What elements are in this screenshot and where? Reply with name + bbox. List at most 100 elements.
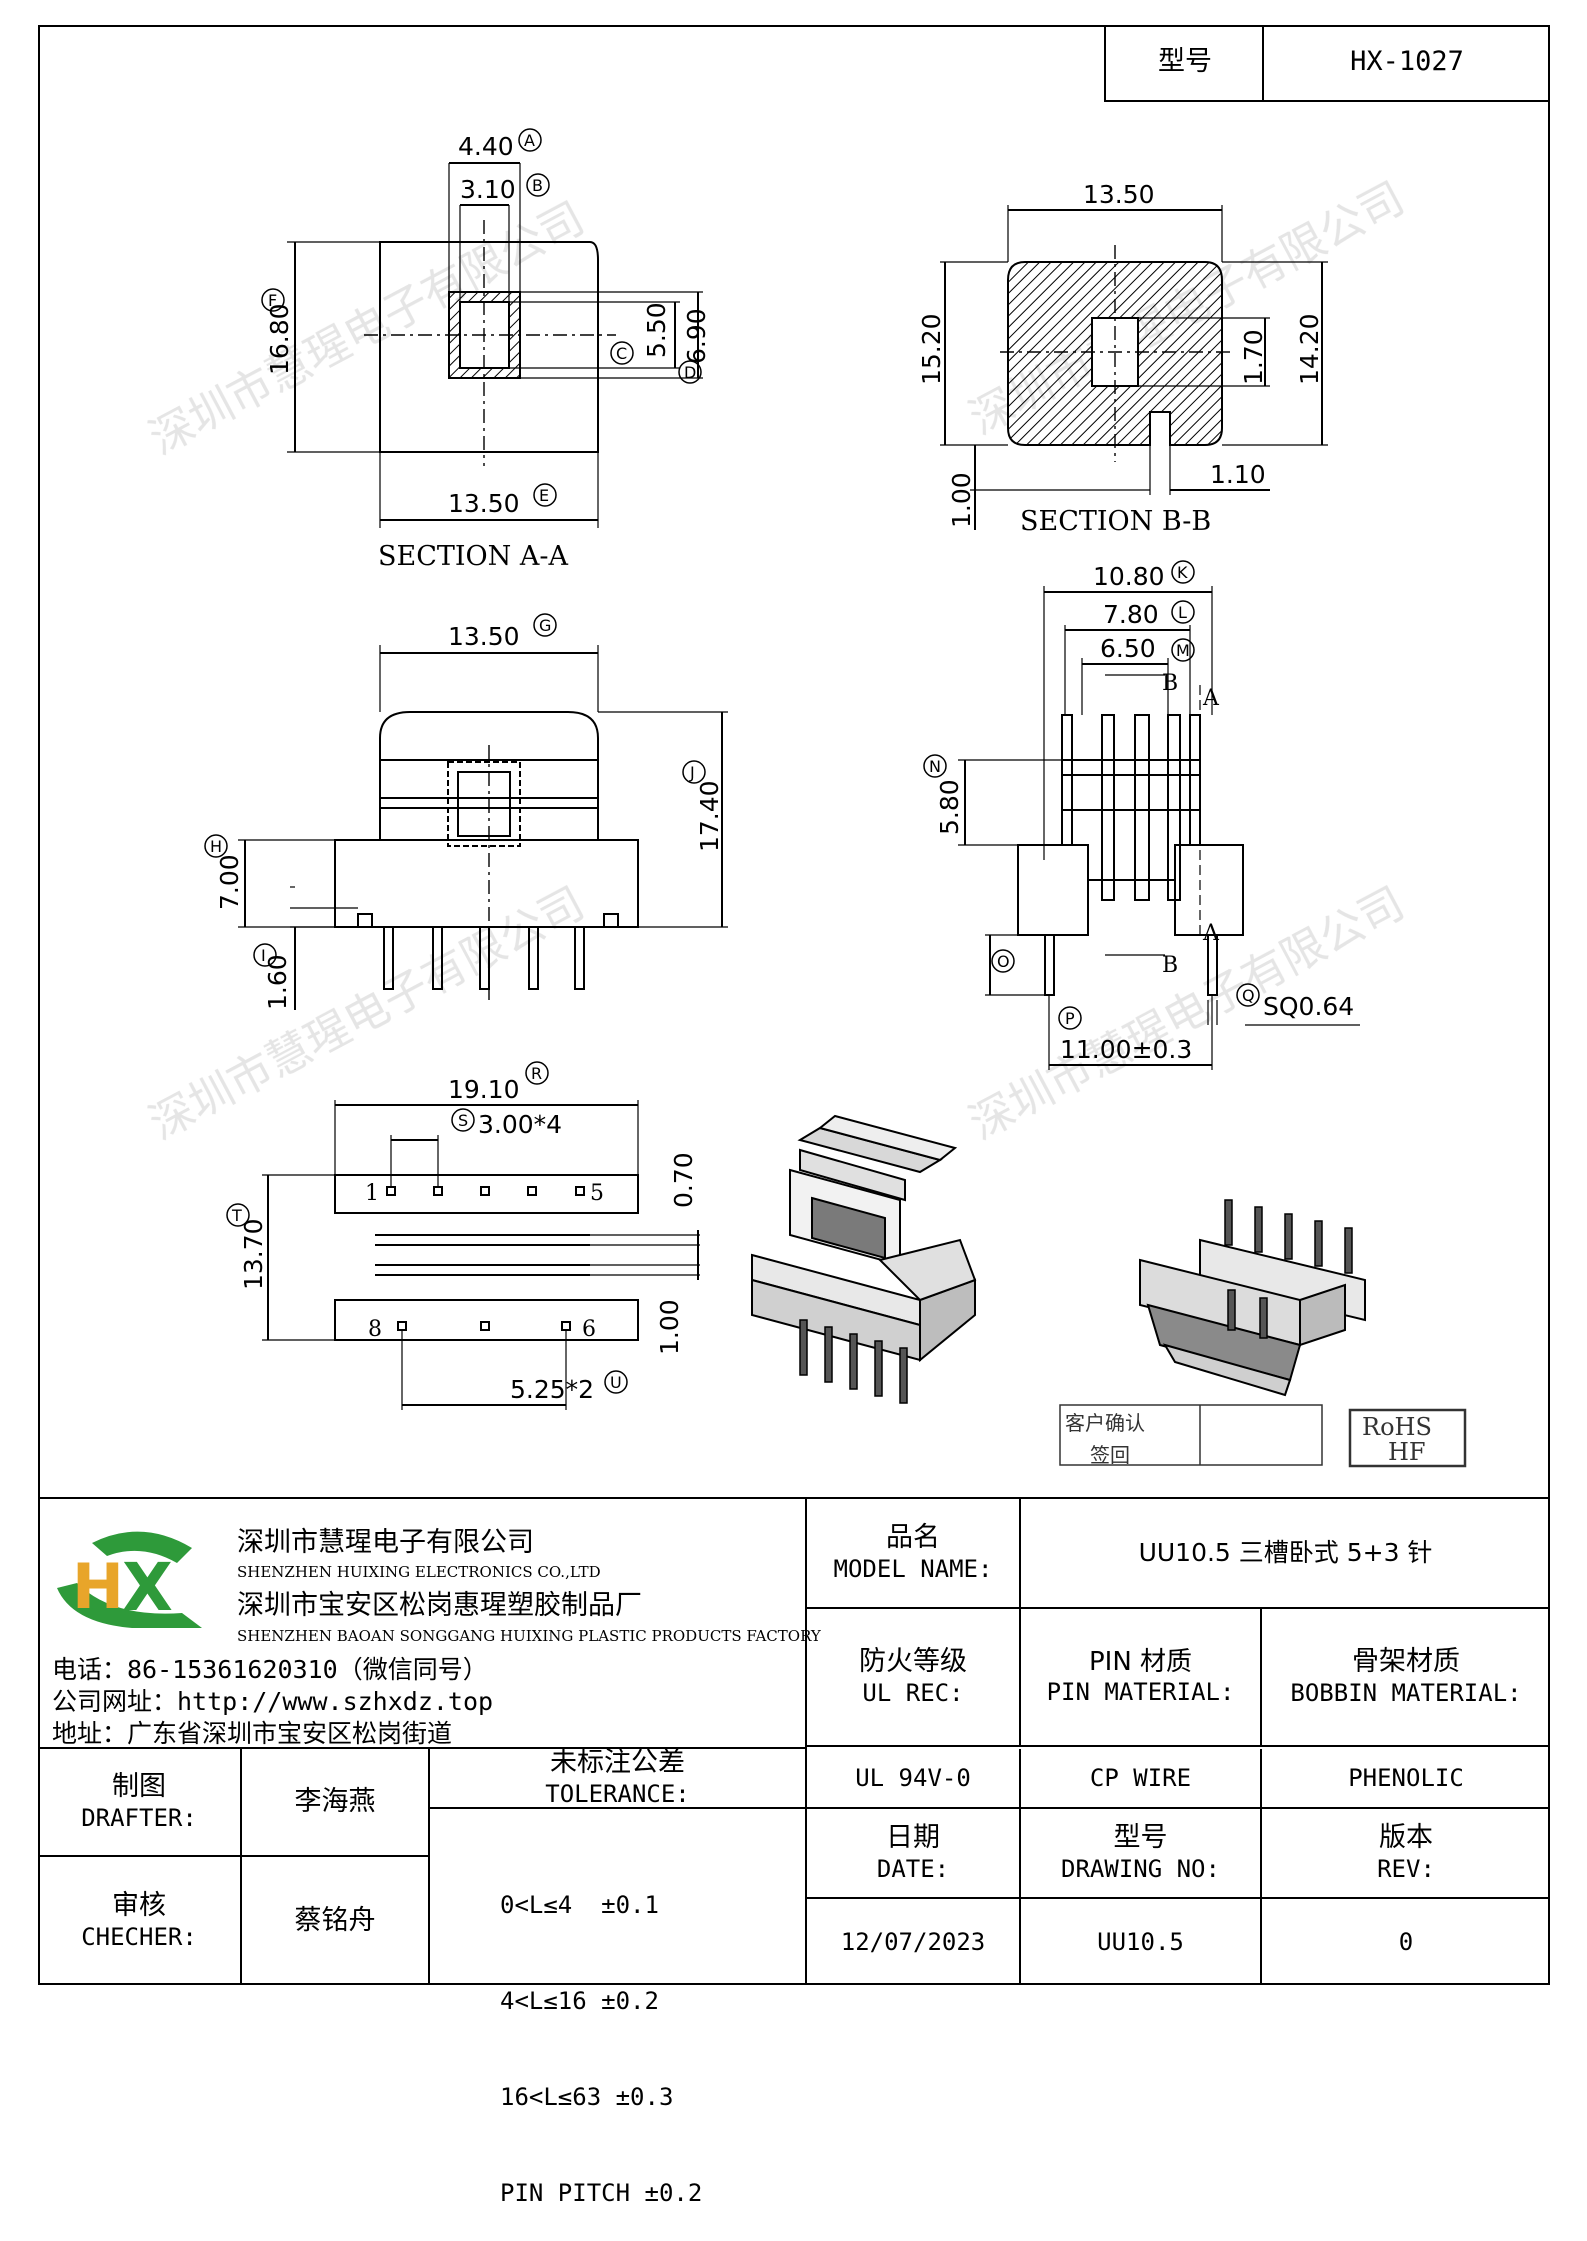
pin-label-5: 5	[590, 1181, 604, 1206]
marker-u: U	[610, 1373, 622, 1392]
customer-confirm-stamp	[1059, 1404, 1467, 1468]
confirm-text-2: 签回	[1090, 1443, 1130, 1467]
bottom-markers: R S T U	[226, 1061, 628, 1394]
dim-bb-h3: 1.70	[1239, 329, 1268, 385]
marker-i: I	[261, 946, 266, 965]
checker-label: 审核 CHECHER:	[38, 1857, 242, 1985]
confirm-text-1: 客户确认	[1065, 1411, 1145, 1435]
tolerance-row-2: 4<L≤16 ±0.2	[500, 1987, 659, 2015]
front-top-flange	[379, 711, 599, 761]
pin-label-8: 8	[368, 1317, 382, 1342]
dim-i: 1.60	[263, 954, 292, 1010]
tolerance-row-3: 16<L≤63 ±0.3	[500, 2083, 674, 2111]
tolerance-row-1: 0<L≤4 ±0.1	[500, 1891, 659, 1919]
company-website: 公司网址：http://www.szhxdz.top	[52, 1687, 494, 1716]
marker-q: Q	[1242, 986, 1255, 1005]
titleblock-divider	[805, 1497, 807, 1985]
front-pins	[383, 926, 585, 990]
dim-c: 5.50	[642, 302, 671, 358]
iso-view-front	[751, 1114, 977, 1404]
dim-b: 3.10	[460, 175, 516, 204]
company-name-en: SHENZHEN HUIXING ELECTRONICS CO.,LTD	[237, 1563, 601, 1581]
side-base-left	[1017, 844, 1089, 936]
marker-o: O	[997, 952, 1010, 971]
marker-b: B	[532, 176, 543, 195]
marker-k: K	[1177, 563, 1188, 582]
pin-label-6: 6	[582, 1317, 596, 1342]
marker-m: M	[1176, 641, 1190, 660]
marker-e: E	[539, 486, 549, 505]
section-bb-title: SECTION B-B	[1020, 506, 1211, 537]
rohs-text: RoHS	[1362, 1413, 1432, 1441]
dim-u: 5.25*2	[510, 1375, 594, 1404]
marker-f: F	[268, 291, 277, 310]
dim-v: 0.70	[669, 1152, 698, 1208]
tolerance-list: 0<L≤4 ±0.1 4<L≤16 ±0.2 16<L≤63 ±0.3 PIN …	[500, 1825, 702, 2241]
section-aa-markers: A B C D E F	[261, 128, 702, 507]
front-view	[238, 645, 728, 1010]
dim-f: 16.80	[265, 303, 294, 375]
drawing-frame	[38, 25, 1550, 1985]
dim-h: 7.00	[215, 854, 244, 910]
section-mark-b-bottom: B	[1162, 953, 1178, 978]
company-phone: 电话：86-15361620310（微信同号）	[52, 1655, 488, 1684]
company-logo: H X HX	[52, 1518, 212, 1633]
fire-rating-value: UL 94V-0	[807, 1749, 1021, 1809]
date-label: 日期 DATE:	[807, 1809, 1021, 1899]
dim-r: 19.10	[448, 1075, 520, 1104]
drawing-no-label: 型号 DRAWING NO:	[1021, 1809, 1262, 1899]
marker-n: N	[929, 757, 941, 776]
dim-m: 6.50	[1100, 634, 1156, 663]
dim-d: 6.90	[682, 308, 711, 364]
dim-bb-h1: 15.20	[917, 313, 946, 385]
dim-a: 4.40	[458, 132, 514, 161]
dim-l: 7.80	[1103, 600, 1159, 629]
marker-h: H	[210, 837, 222, 856]
marker-j: J	[689, 763, 695, 782]
factory-name-en: SHENZHEN BAOAN SONGGANG HUIXING PLASTIC …	[237, 1627, 821, 1645]
marker-a: A	[524, 131, 535, 150]
technical-drawing: 深圳市慧瑆电子有限公司 深圳市慧瑆电子有限公司 深圳市慧瑆电子有限公司 深圳市慧…	[141, 128, 1467, 1468]
side-markers: K L M N O P Q	[923, 560, 1260, 1030]
marker-t: T	[231, 1206, 242, 1225]
titleblock	[38, 1497, 1550, 1987]
marker-r: R	[531, 1064, 542, 1083]
dim-s: 3.00*4	[478, 1110, 562, 1139]
dim-bb-w: 13.50	[1083, 180, 1155, 209]
bottom-pins-top	[386, 1186, 585, 1196]
side-view	[958, 586, 1360, 1070]
marker-c: C	[616, 344, 627, 363]
bobbin-material-label: 骨架材质 BOBBIN MATERIAL:	[1262, 1609, 1550, 1747]
marker-g: G	[539, 616, 551, 635]
dim-bb-w3: 1.00	[947, 472, 976, 528]
pin-material-label: PIN 材质 PIN MATERIAL:	[1021, 1609, 1262, 1747]
dim-bb-h2: 14.20	[1295, 313, 1324, 385]
dim-j: 17.40	[695, 780, 724, 852]
svg-text:X: X	[122, 1549, 173, 1626]
dim-w: 1.00	[655, 1299, 684, 1355]
marker-s: S	[458, 1111, 468, 1130]
hf-text: HF	[1388, 1438, 1426, 1466]
front-window-inner	[457, 771, 511, 837]
watermark-1: 深圳市慧瑆电子有限公司	[141, 192, 592, 464]
rev-label: 版本 REV:	[1262, 1809, 1550, 1899]
front-base	[334, 839, 639, 928]
section-aa	[287, 162, 703, 528]
bottom-pins-bottom	[397, 1321, 571, 1331]
pin-label-1: 1	[365, 1181, 379, 1206]
section-mark-b-top: B	[1162, 671, 1178, 696]
section-bb	[940, 205, 1328, 530]
header-model-label: 型号	[1104, 25, 1264, 102]
dim-bb-w2: 1.10	[1210, 460, 1266, 489]
fire-rating-label: 防火等级 UL REC:	[807, 1609, 1021, 1747]
front-window	[447, 761, 521, 847]
bottom-top-rail	[334, 1174, 639, 1214]
marker-p: P	[1065, 1009, 1075, 1028]
drawing-no-value: UU10.5	[1021, 1899, 1262, 1985]
drafter-label: 制图 DRAFTER:	[38, 1749, 242, 1857]
dim-n: 5.80	[935, 779, 964, 835]
dim-q: SQ0.64	[1263, 992, 1354, 1021]
factory-name-cn: 深圳市宝安区松岗惠瑆塑胶制品厂	[237, 1590, 642, 1621]
section-aa-title: SECTION A-A	[378, 541, 569, 572]
date-value: 12/07/2023	[807, 1899, 1021, 1985]
